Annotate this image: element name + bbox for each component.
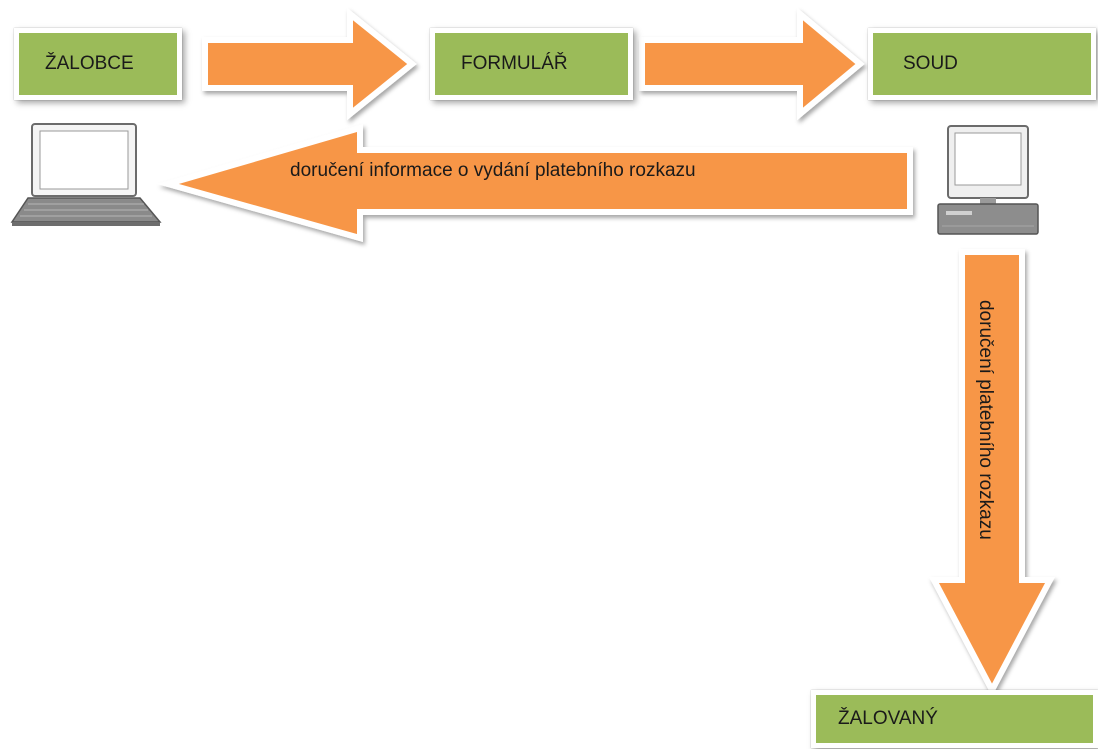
node-defendant: ŽALOVANÝ <box>811 690 1098 748</box>
arrow-court-to-plaintiff <box>157 124 913 242</box>
node-court-label: SOUD <box>903 53 958 74</box>
laptop-icon <box>10 123 162 226</box>
arrow-down-label: doručení platebního rozkazu <box>975 300 996 540</box>
arrow-plaintiff-to-form <box>202 7 417 121</box>
node-defendant-label: ŽALOVANÝ <box>838 708 938 729</box>
arrow-court-to-defendant <box>929 249 1055 697</box>
node-plaintiff-label: ŽALOBCE <box>45 53 134 74</box>
node-plaintiff: ŽALOBCE <box>14 28 182 100</box>
node-form-label: FORMULÁŘ <box>461 53 568 74</box>
node-form: FORMULÁŘ <box>430 28 633 100</box>
desktop-computer-icon <box>937 125 1039 235</box>
node-court: SOUD <box>868 28 1096 100</box>
arrow-form-to-court <box>639 7 865 121</box>
arrow-back-label: doručení informace o vydání platebního r… <box>290 160 696 181</box>
